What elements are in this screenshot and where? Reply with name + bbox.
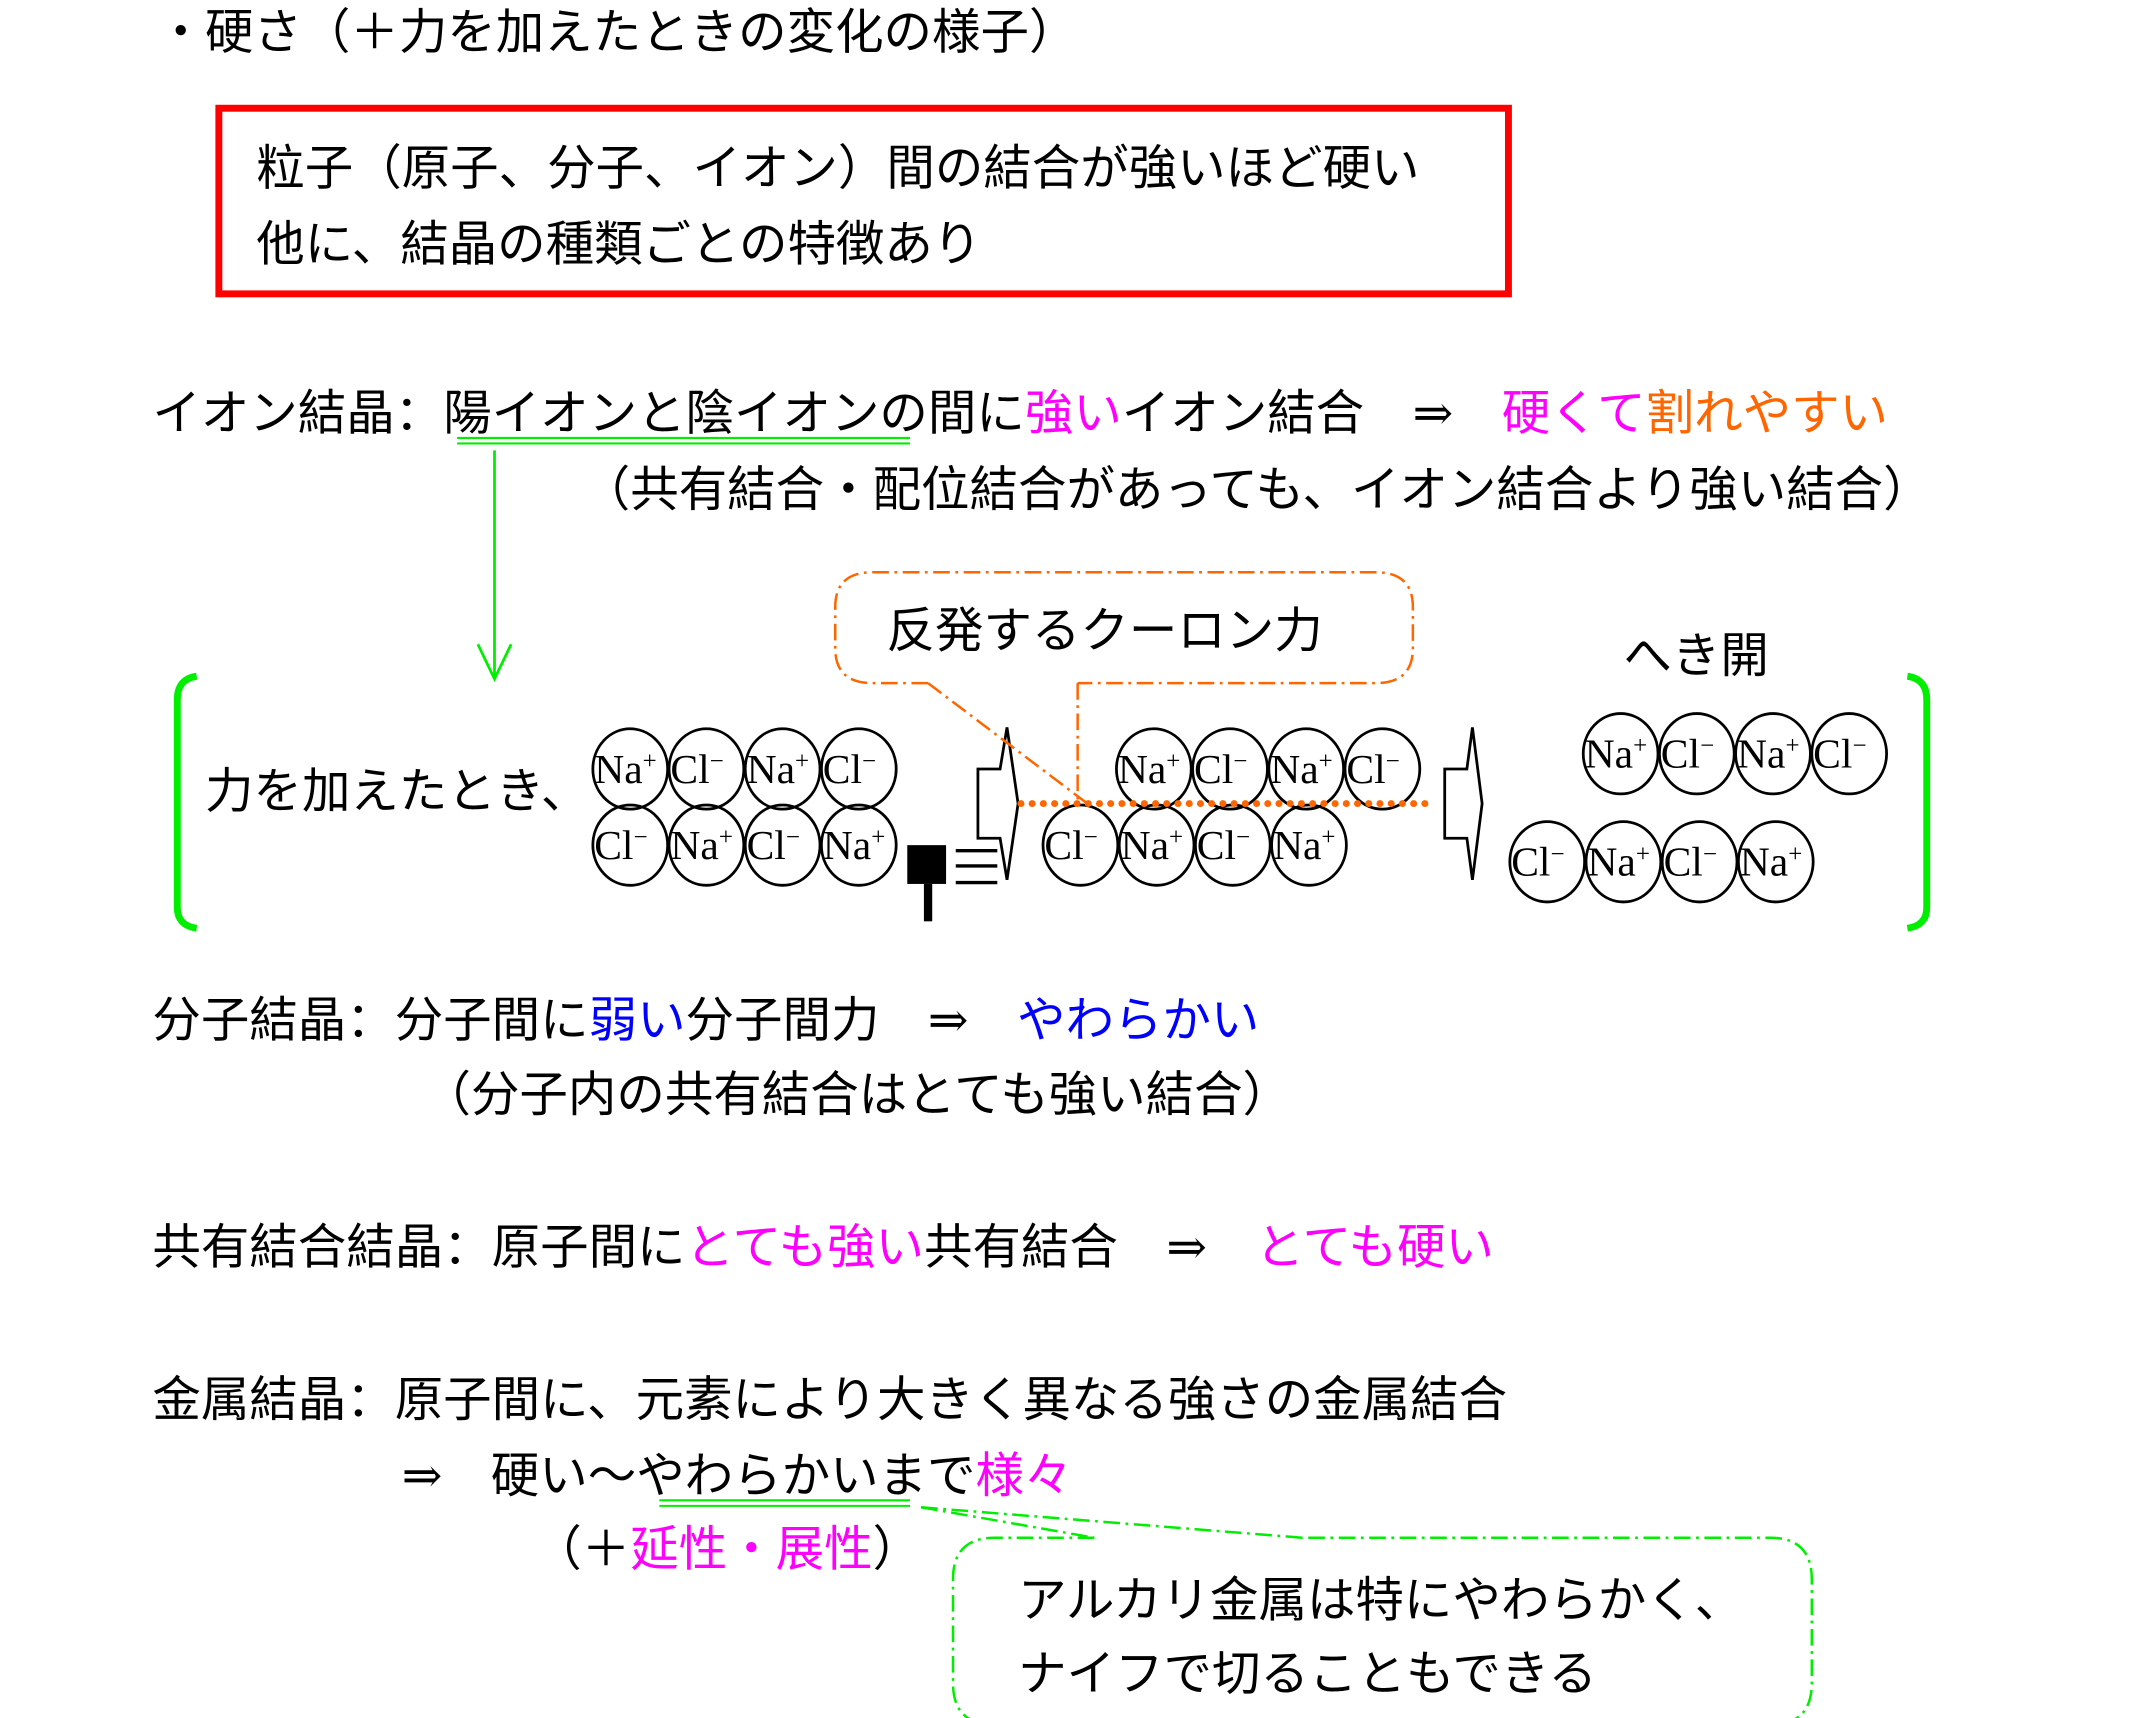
chloride-ion-label: Cl− <box>670 746 723 792</box>
down-arrow-icon <box>476 450 513 683</box>
chloride-ion-label: Cl− <box>594 822 647 868</box>
sodium-ion-label: Na+ <box>1587 839 1650 885</box>
alkali-callout-line-2: ナイフで切ることもできる <box>1018 1646 1597 1702</box>
sodium-ion-label: Na+ <box>1585 731 1648 777</box>
double-underline <box>659 1499 911 1507</box>
sodium-ion-label: Na+ <box>594 746 657 792</box>
sodium-ion-label: Na+ <box>823 822 886 868</box>
chloride-ion-label: Cl− <box>1346 746 1399 792</box>
ion-circle <box>820 803 898 887</box>
ion-circle <box>1270 803 1348 887</box>
double-underline <box>457 436 911 445</box>
molecular-note: （分子内の共有結合はとても強い結合） <box>422 1067 1291 1123</box>
ionic-crystal-line: イオン結晶：陽イオンと陰イオンの間に強いイオン結合 ⇒ 硬くて割れやすい <box>152 386 1888 442</box>
left-bracket <box>173 672 198 932</box>
sodium-ion-label: Na+ <box>1273 822 1336 868</box>
sodium-ion-label: Na+ <box>1121 822 1184 868</box>
metallic-hardness-line: ⇒ 硬い〜やわらかいまで様々 <box>402 1448 1073 1504</box>
ion-circle <box>1736 820 1815 904</box>
chloride-ion-label: Cl− <box>1197 822 1250 868</box>
ionic-note: （共有結合・配位結合があっても、イオン結合より強い結合） <box>582 462 1932 518</box>
chloride-ion-label: Cl− <box>1511 839 1564 885</box>
heading: ・硬さ（＋力を加えたときの変化の様子） <box>157 5 1078 61</box>
ion-diagram: Na+Cl−Na+Cl−Cl−Na+Cl−Na+Na+Cl−Na+Cl−Cl−N… <box>591 712 1888 904</box>
summary-line-1: 粒子（原子、分子、イオン）間の結合が強いほど硬い <box>256 140 1419 196</box>
chloride-ion-label: Cl− <box>1194 746 1247 792</box>
chloride-ion-label: Cl− <box>1044 822 1097 868</box>
force-label: 力を加えたとき、 <box>205 764 589 820</box>
ionic-underlined: 陽イオンと陰イオン <box>443 386 879 442</box>
chloride-ion-label: Cl− <box>1661 731 1714 777</box>
alkali-callout-line-1: アルカリ金属は特にやわらかく、 <box>1018 1573 1743 1629</box>
chloride-ion-label: Cl− <box>823 746 876 792</box>
arrow-right-icon <box>976 727 1020 881</box>
sodium-ion-label: Na+ <box>747 746 810 792</box>
sodium-ion-label: Na+ <box>1118 746 1181 792</box>
ion-circle <box>1343 727 1422 811</box>
summary-line-2: 他に、結晶の種類ごとの特徴あり <box>256 217 981 273</box>
chloride-ion-label: Cl− <box>747 822 800 868</box>
chloride-ion-label: Cl− <box>1664 839 1717 885</box>
metallic-ductility-line: （＋延性・展性） <box>533 1521 921 1577</box>
covalent-crystal-line: 共有結合結晶：原子間にとても強い共有結合 ⇒ とても硬い <box>152 1219 1494 1275</box>
ion-circle <box>1810 712 1888 796</box>
hammer-icon <box>907 845 998 922</box>
alkali-callout <box>920 1506 1814 1718</box>
sodium-ion-label: Na+ <box>1737 731 1800 777</box>
coulomb-callout-text: 反発するクーロン力 <box>887 603 1323 659</box>
sodium-ion-label: Na+ <box>1740 839 1803 885</box>
sodium-ion-label: Na+ <box>670 822 733 868</box>
cleavage-label: へき開 <box>1623 628 1768 684</box>
ion-circle <box>820 727 898 811</box>
right-bracket <box>1906 672 1931 932</box>
summary-box <box>215 104 1512 298</box>
metallic-crystal-line: 金属結晶：原子間に、元素により大きく異なる強さの金属結合 <box>152 1372 1507 1428</box>
molecular-crystal-line: 分子結晶：分子間に弱い分子間力 ⇒ やわらかい <box>152 992 1259 1048</box>
sodium-ion-label: Na+ <box>1270 746 1333 792</box>
chloride-ion-label: Cl− <box>1813 731 1866 777</box>
coulomb-callout <box>834 571 1415 805</box>
arrow-right-icon <box>1443 727 1484 880</box>
